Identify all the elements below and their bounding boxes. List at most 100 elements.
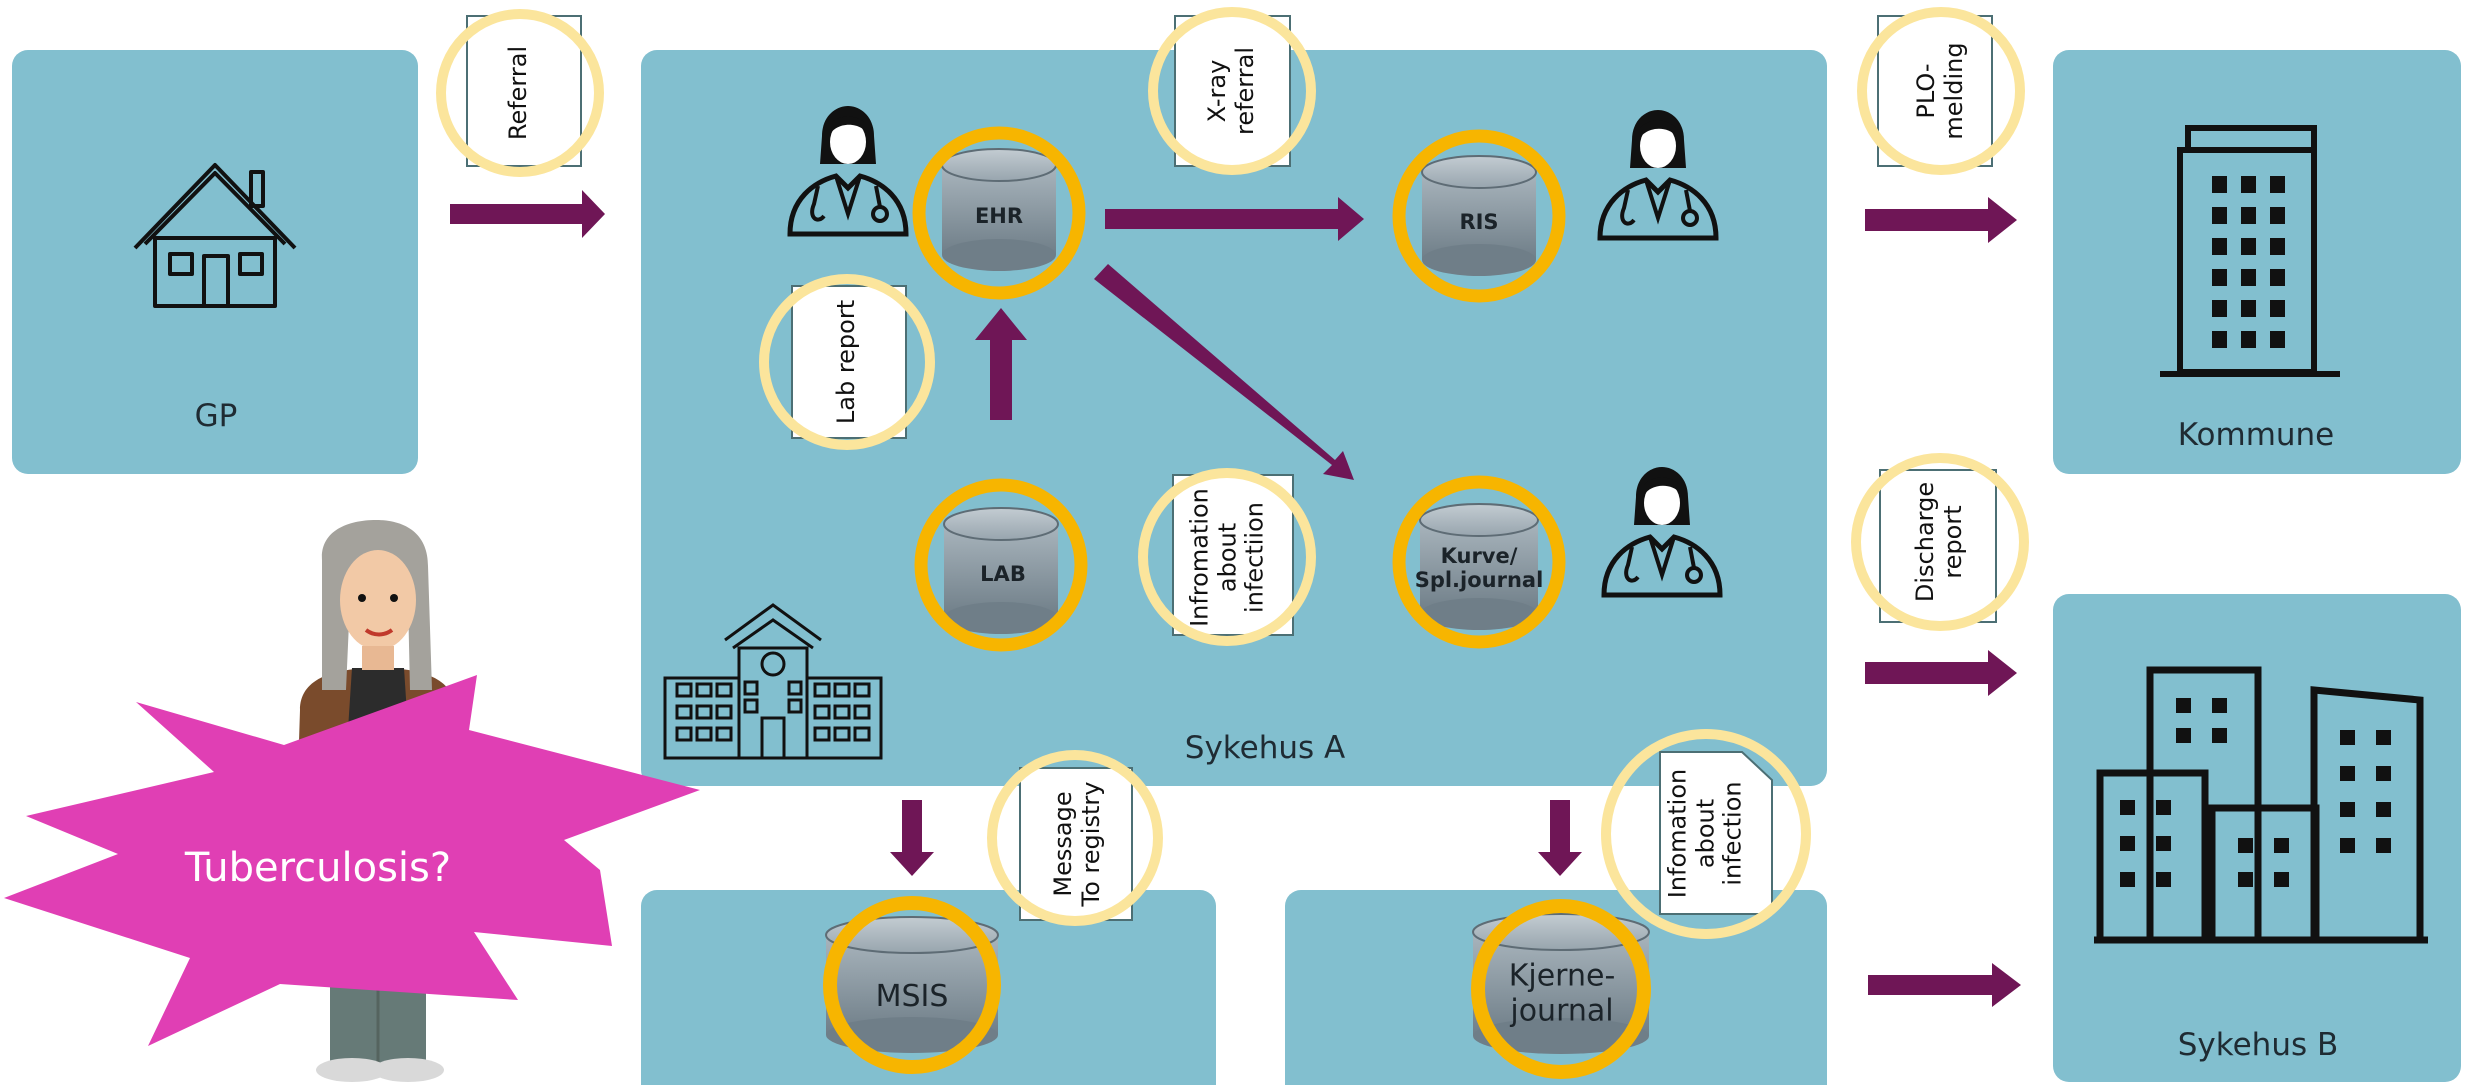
office-building-icon bbox=[2160, 125, 2340, 377]
ehr-label: EHR bbox=[974, 203, 1024, 228]
window-shape bbox=[2120, 872, 2135, 887]
discharge_report-line-1: Discharge bbox=[1911, 481, 1940, 603]
infection_info_b-line-2: about bbox=[1691, 798, 1720, 869]
window-shape bbox=[2241, 238, 2256, 255]
lab-label: LAB bbox=[980, 561, 1026, 586]
hospital-icon bbox=[663, 603, 883, 760]
kjerne-label-line1: Kjerne- bbox=[1508, 958, 1616, 994]
plo-melding-document-label: PLO-melding bbox=[1901, 16, 1981, 166]
alert-starburst bbox=[4, 675, 700, 1046]
database-cylinders bbox=[825, 148, 1650, 1054]
window-shape bbox=[2270, 300, 2285, 317]
discharge_report-line-2: report bbox=[1939, 505, 1967, 579]
lab_report-line-1: Lab report bbox=[832, 299, 861, 425]
tuberculosis-alert-label: Tuberculosis? bbox=[184, 845, 452, 891]
doctor-icon bbox=[790, 106, 906, 234]
window-shape bbox=[2212, 728, 2227, 743]
window-shape bbox=[2274, 838, 2289, 853]
infection_info_a-line-2: about bbox=[1213, 522, 1242, 593]
referral-document-label: Referral bbox=[499, 18, 539, 168]
window-shape bbox=[2120, 836, 2135, 851]
window-shape bbox=[2212, 698, 2227, 713]
plo_melding-line-1: PLO- bbox=[1912, 63, 1941, 119]
document-papers bbox=[466, 15, 1997, 921]
window-shape bbox=[2376, 766, 2391, 781]
window-shape bbox=[2376, 730, 2391, 745]
sykehus-a-label: Sykehus A bbox=[1184, 730, 1346, 766]
window-shape bbox=[2274, 872, 2289, 887]
window-shape bbox=[2376, 838, 2391, 853]
window-shape bbox=[2238, 838, 2253, 853]
lab-report-document-label: Lab report bbox=[827, 287, 867, 437]
ris-cylinder bbox=[1421, 155, 1537, 276]
window-shape bbox=[2340, 730, 2355, 745]
window-shape bbox=[2270, 269, 2285, 286]
kjernejournal-label: Kjerne- journal bbox=[1508, 958, 1616, 1029]
ehr-cylinder bbox=[941, 148, 1057, 271]
window-shape bbox=[2212, 207, 2227, 224]
window-shape bbox=[2376, 802, 2391, 817]
kommune-label: Kommune bbox=[2177, 417, 2335, 453]
arrows bbox=[450, 190, 2021, 1007]
window-shape bbox=[2241, 269, 2256, 286]
window-shape bbox=[2241, 207, 2256, 224]
xray_referral-line-2: referral bbox=[1231, 47, 1259, 136]
infection_info_a-line-3: infectiion bbox=[1240, 502, 1269, 613]
window-shape bbox=[2270, 331, 2285, 348]
gp-panel bbox=[12, 50, 418, 474]
window-shape bbox=[2241, 176, 2256, 193]
msis-label: MSIS bbox=[875, 978, 949, 1014]
city-windows bbox=[2120, 698, 2391, 887]
window-shape bbox=[2270, 207, 2285, 224]
kurve-label: Kurve/ Spl.journal bbox=[1415, 544, 1544, 592]
window-shape bbox=[2340, 802, 2355, 817]
sykehus-b-label: Sykehus B bbox=[2177, 1027, 2339, 1063]
message_registry-line-1: Message bbox=[1049, 791, 1078, 897]
house-icon bbox=[133, 163, 297, 308]
lab-cylinder bbox=[943, 507, 1059, 634]
window-shape bbox=[2156, 836, 2171, 851]
window-shape bbox=[2238, 872, 2253, 887]
window-shape bbox=[2176, 698, 2191, 713]
ris-label: RIS bbox=[1459, 209, 1499, 234]
doctor-icon bbox=[1600, 110, 1716, 238]
window-shape bbox=[2241, 300, 2256, 317]
window-shape bbox=[2270, 176, 2285, 193]
doctor-icon bbox=[1604, 467, 1720, 595]
message_registry-line-2: To registry bbox=[1077, 781, 1105, 907]
window-shape bbox=[2212, 269, 2227, 286]
plo_melding-line-2: melding bbox=[1940, 42, 1968, 140]
infection_info_a-line-1: Infromation bbox=[1185, 488, 1214, 627]
kommune-panel bbox=[2053, 50, 2461, 474]
window-shape bbox=[2176, 728, 2191, 743]
city-buildings-icon bbox=[2094, 666, 2428, 944]
infection_info_b-line-3: infection bbox=[1718, 781, 1747, 886]
window-shape bbox=[2340, 838, 2355, 853]
window-shape bbox=[2340, 766, 2355, 781]
window-shape bbox=[2156, 800, 2171, 815]
kurve-label-line2: Spl.journal bbox=[1414, 568, 1544, 592]
referral-line-1: Referral bbox=[504, 45, 533, 141]
window-shape bbox=[2212, 238, 2227, 255]
highlight-rings bbox=[436, 7, 2029, 1079]
window-shape bbox=[2212, 300, 2227, 317]
window-shape bbox=[2212, 331, 2227, 348]
kurve-label-line1: Kurve/ bbox=[1440, 543, 1518, 568]
kurve-cylinder bbox=[1419, 503, 1539, 630]
window-shape bbox=[2156, 872, 2171, 887]
window-shape bbox=[2120, 800, 2135, 815]
kjerne-label-line2: journal bbox=[1510, 993, 1614, 1028]
infection_info_b-line-1: Infomation bbox=[1663, 768, 1692, 899]
window-shape bbox=[2270, 238, 2285, 255]
msis-cylinder bbox=[825, 916, 999, 1053]
window-shape bbox=[2241, 331, 2256, 348]
xray_referral-line-1: X-ray bbox=[1203, 59, 1232, 123]
gp-label: GP bbox=[194, 398, 238, 434]
window-shape bbox=[2212, 176, 2227, 193]
